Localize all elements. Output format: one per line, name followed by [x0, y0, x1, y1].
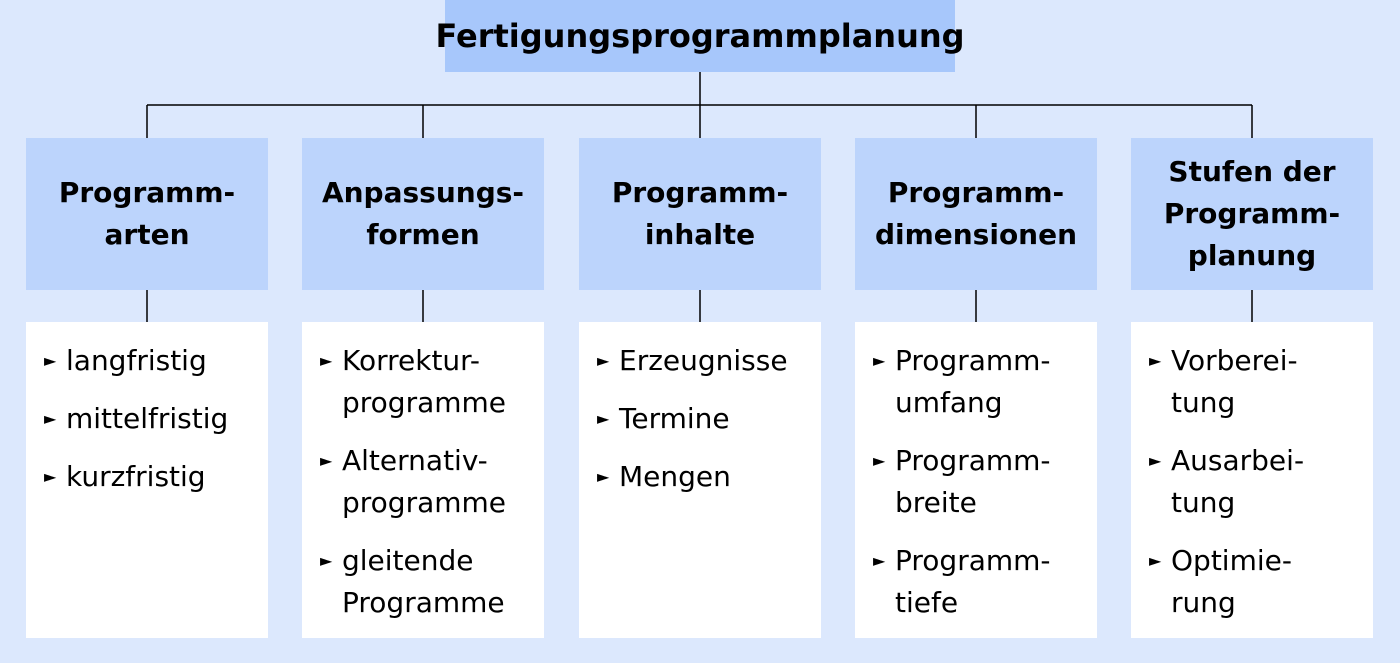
list-item: ► Programm-umfang: [873, 340, 1087, 424]
list-item-text: Korrektur-: [342, 344, 481, 377]
list-item: ► Termine: [597, 398, 811, 440]
triangle-right-icon: ►: [44, 467, 57, 486]
category-heading-line: Anpassungs-: [321, 176, 525, 209]
list-item: ► Mengen: [597, 456, 811, 498]
list-item-text: Termine: [619, 402, 730, 435]
triangle-right-icon: ►: [597, 351, 610, 370]
category-heading-line: Programm-: [58, 176, 236, 209]
list-item: ► Alternativ-programme: [320, 440, 534, 524]
category-heading: Programm-dimensionen: [855, 138, 1097, 290]
triangle-right-icon: ►: [320, 351, 333, 370]
list-item-text: Ausarbei-: [1171, 444, 1305, 477]
triangle-right-icon: ►: [1149, 451, 1162, 470]
list-item-text: Programme: [342, 586, 505, 619]
list-item: ► Programm-breite: [873, 440, 1087, 524]
list-item-text: Programm-: [895, 544, 1051, 577]
list-item-text: langfristig: [66, 344, 207, 377]
category-heading-line: Programm-: [611, 176, 789, 209]
list-item-text: Vorberei-: [1171, 344, 1298, 377]
list-item: ► kurzfristig: [44, 456, 258, 498]
list-item-text: Erzeugnisse: [619, 344, 788, 377]
list-item-text: rung: [1171, 586, 1236, 619]
list-item: ► mittelfristig: [44, 398, 258, 440]
list-item-text: tiefe: [895, 586, 959, 619]
triangle-right-icon: ►: [873, 451, 886, 470]
list-item-text: Alternativ-: [342, 444, 488, 477]
root-node: Fertigungsprogrammplanung: [435, 0, 965, 72]
triangle-right-icon: ►: [597, 409, 610, 428]
list-item: ► Optimie-rung: [1149, 540, 1363, 624]
category-list: ► Vorberei-tung ► Ausarbei-tung ► Optimie-run…: [1131, 322, 1373, 638]
category-heading-line: inhalte: [644, 218, 756, 251]
triangle-right-icon: ►: [44, 351, 57, 370]
list-item-text: mittelfristig: [66, 402, 229, 435]
triangle-right-icon: ►: [320, 451, 333, 470]
list-item-text: kurzfristig: [66, 460, 206, 493]
category-list: ► Korrektur-programme ► Alternativ-programm…: [302, 322, 544, 638]
category-heading-line: planung: [1187, 239, 1317, 272]
list-item: ► Vorberei-tung: [1149, 340, 1363, 424]
list-item-text: Programm-: [895, 444, 1051, 477]
triangle-right-icon: ►: [1149, 551, 1162, 570]
triangle-right-icon: ►: [597, 467, 610, 486]
category-heading-line: Programm-: [887, 176, 1065, 209]
list-item: ► Erzeugnisse: [597, 340, 811, 382]
triangle-right-icon: ►: [44, 409, 57, 428]
list-item-text: programme: [342, 486, 507, 519]
list-item-text: programme: [342, 386, 507, 419]
list-item-text: tung: [1171, 386, 1236, 419]
list-item-text: tung: [1171, 486, 1236, 519]
list-item-text: Mengen: [619, 460, 731, 493]
category-heading-line: formen: [366, 218, 480, 251]
category-heading-line: Programm-: [1163, 197, 1341, 230]
root-title: Fertigungsprogrammplanung: [435, 17, 965, 55]
list-item: ► Korrektur-programme: [320, 340, 534, 424]
triangle-right-icon: ►: [873, 551, 886, 570]
category-heading: Programm-arten: [26, 138, 268, 290]
category-heading-line: Stufen der: [1168, 155, 1336, 188]
triangle-right-icon: ►: [873, 351, 886, 370]
category-heading: Programm-inhalte: [579, 138, 821, 290]
triangle-right-icon: ►: [320, 551, 333, 570]
list-item: ► langfristig: [44, 340, 258, 382]
list-item-text: Programm-: [895, 344, 1051, 377]
list-item-text: gleitende: [342, 544, 474, 577]
category-heading: Anpassungs-formen: [302, 138, 544, 290]
list-item: ► Ausarbei-tung: [1149, 440, 1363, 524]
category-list: ► langfristig ► mittelfristig ► kurzfristig: [26, 322, 268, 638]
category-heading-line: dimensionen: [874, 218, 1078, 251]
list-item-text: breite: [895, 486, 977, 519]
category-heading-line: arten: [104, 218, 190, 251]
category-list: ► Programm-umfang ► Programm-breite ► Program…: [855, 322, 1097, 638]
list-item-text: Optimie-: [1171, 544, 1292, 577]
triangle-right-icon: ►: [1149, 351, 1162, 370]
category-list: ► Erzeugnisse ► Termine ► Mengen: [579, 322, 821, 638]
list-item-text: umfang: [895, 386, 1003, 419]
list-item: ► Programm-tiefe: [873, 540, 1087, 624]
